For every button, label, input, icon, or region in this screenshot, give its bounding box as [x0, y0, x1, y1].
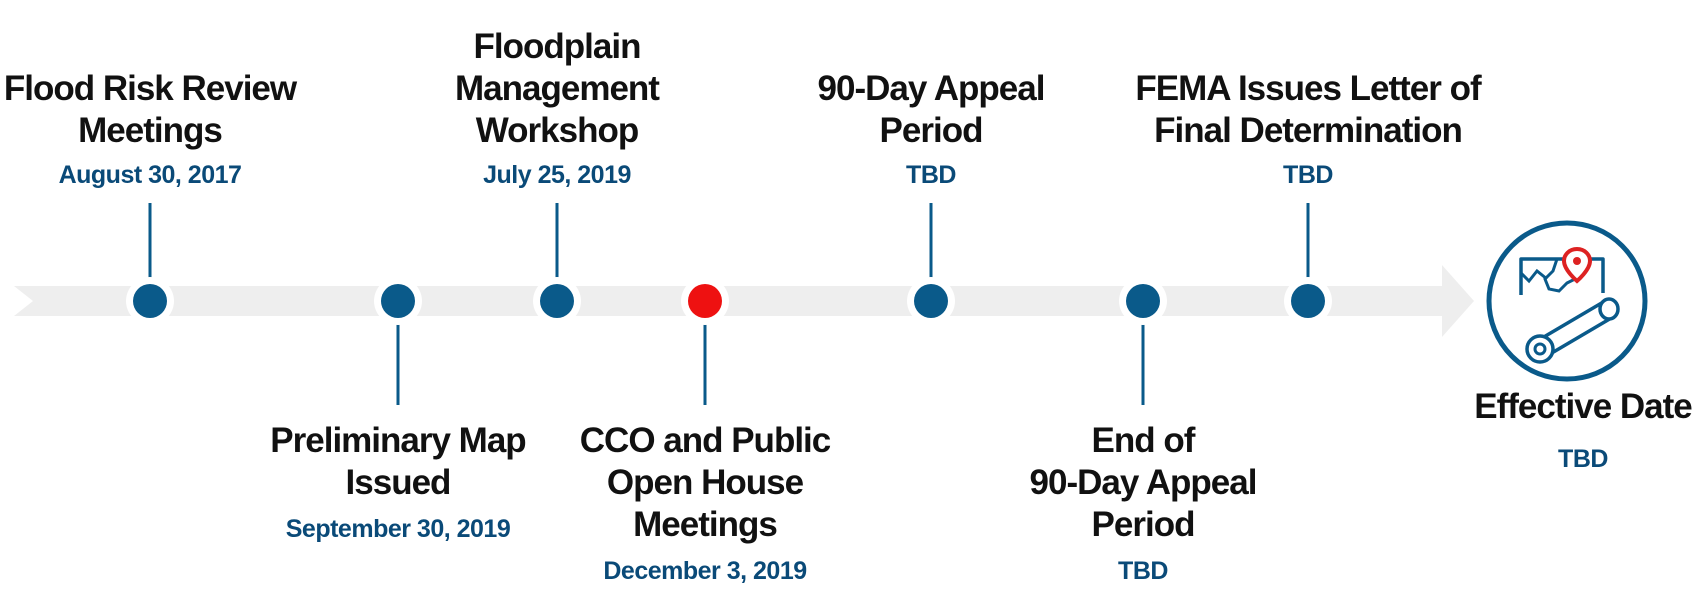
endpoint-title: Effective Date: [1474, 387, 1692, 426]
milestone-date: September 30, 2019: [285, 515, 511, 543]
milestone-date: August 30, 2017: [58, 161, 242, 189]
milestone-date: July 25, 2019: [483, 161, 631, 189]
milestone-title-line: End of: [1091, 421, 1196, 460]
milestone-title-line: Issued: [345, 463, 452, 502]
milestone-dot: [1126, 284, 1160, 318]
milestone-date: TBD: [1283, 161, 1333, 189]
endpoint-date: TBD: [1558, 445, 1608, 473]
timeline-arrow: [14, 265, 1474, 337]
milestone-title-line: Flood Risk Review: [3, 69, 297, 108]
milestone-dot: [1291, 284, 1325, 318]
milestone-title-line: Management: [455, 69, 660, 108]
milestone-title-line: CCO and Public: [579, 421, 831, 460]
milestone-title-line: Floodplain: [473, 27, 642, 66]
current-milestone-dot: [688, 284, 722, 318]
milestone-title-line: Period: [1091, 505, 1196, 544]
milestone-title-line: FEMA Issues Letter of: [1135, 69, 1481, 108]
milestone-dot: [540, 284, 574, 318]
map-scroll-pin-icon: [1486, 220, 1648, 382]
milestone-dot: [381, 284, 415, 318]
milestone-title-line: 90-Day Appeal: [817, 69, 1046, 108]
milestone-title-line: Preliminary Map: [270, 421, 526, 460]
milestone-title-line: Period: [879, 111, 984, 150]
milestone-date: December 3, 2019: [603, 557, 807, 585]
milestone-dot: [914, 284, 948, 318]
milestone-title-line: 90-Day Appeal: [1029, 463, 1258, 502]
milestone-title-line: Workshop: [475, 111, 639, 150]
milestone-dot: [133, 284, 167, 318]
milestone-title-line: Meetings: [78, 111, 223, 150]
milestone-title-line: Open House: [606, 463, 804, 502]
milestone-title-line: Final Determination: [1154, 111, 1463, 150]
milestone-date: TBD: [1118, 557, 1168, 585]
milestone-title-line: Meetings: [633, 505, 778, 544]
milestone-date: TBD: [906, 161, 956, 189]
